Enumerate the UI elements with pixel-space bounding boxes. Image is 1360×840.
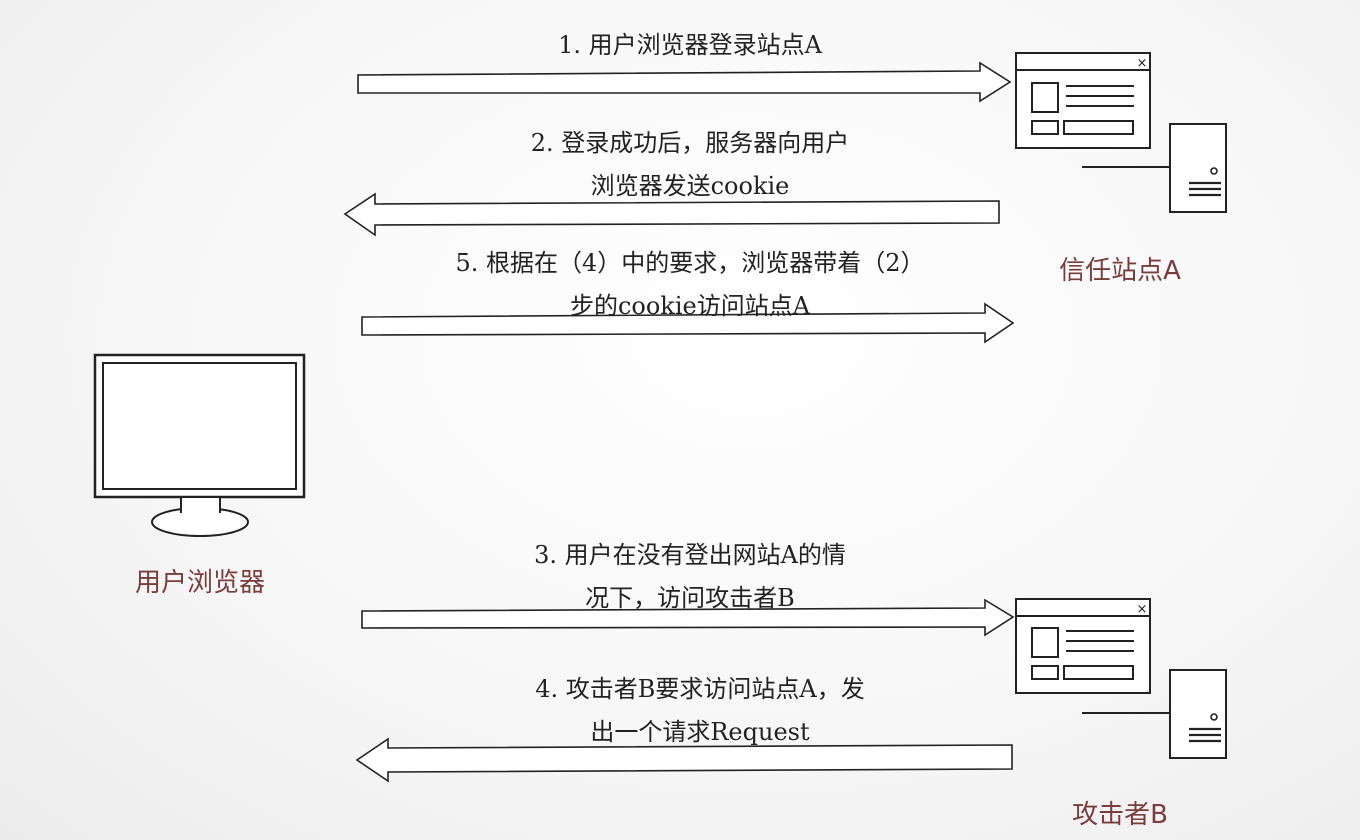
arrow-step-3 xyxy=(361,598,1015,637)
site-a-label: 信任站点A xyxy=(1059,256,1181,286)
step-5-label: 5. 根据在（4）中的要求，浏览器带着（2） 步的cookie访问站点A xyxy=(390,242,990,328)
step-1-line-1: 1. 用户浏览器登录站点A xyxy=(558,31,822,59)
step-2-label: 2. 登录成功后，服务器向用户 浏览器发送cookie xyxy=(430,122,950,208)
close-icon: × xyxy=(1137,602,1148,617)
step-2-line-2: 浏览器发送cookie xyxy=(590,172,790,200)
monitor-icon xyxy=(93,353,306,537)
attacker-b-server-icon xyxy=(1082,669,1227,759)
site-a-server-icon xyxy=(1082,123,1227,213)
arrow-step-1 xyxy=(357,61,1012,103)
step-4-line-1: 4. 攻击者B要求访问站点A，发 xyxy=(535,675,865,703)
arrow-step-5 xyxy=(361,302,1015,344)
step-5-line-1: 5. 根据在（4）中的要求，浏览器带着（2） xyxy=(455,249,925,277)
step-4-line-2: 出一个请求Request xyxy=(590,718,810,746)
step-3-line-2: 况下，访问攻击者B xyxy=(585,584,795,612)
step-5-line-2: 步的cookie访问站点A xyxy=(569,292,811,320)
step-2-line-1: 2. 登录成功后，服务器向用户 xyxy=(530,129,850,157)
step-3-label: 3. 用户在没有登出网站A的情 况下，访问攻击者B xyxy=(430,534,950,620)
step-4-label: 4. 攻击者B要求访问站点A，发 出一个请求Request xyxy=(440,668,960,754)
attacker-b-window-icon: × xyxy=(1015,598,1151,694)
arrow-step-4 xyxy=(355,737,1013,783)
step-3-line-1: 3. 用户在没有登出网站A的情 xyxy=(534,541,846,569)
attacker-b-label: 攻击者B xyxy=(1072,800,1168,830)
close-icon: × xyxy=(1137,56,1148,71)
browser-label: 用户浏览器 xyxy=(134,568,265,598)
site-a-window-icon: × xyxy=(1015,52,1151,149)
step-1-label: 1. 用户浏览器登录站点A xyxy=(470,24,910,67)
arrow-step-2 xyxy=(343,192,1000,237)
